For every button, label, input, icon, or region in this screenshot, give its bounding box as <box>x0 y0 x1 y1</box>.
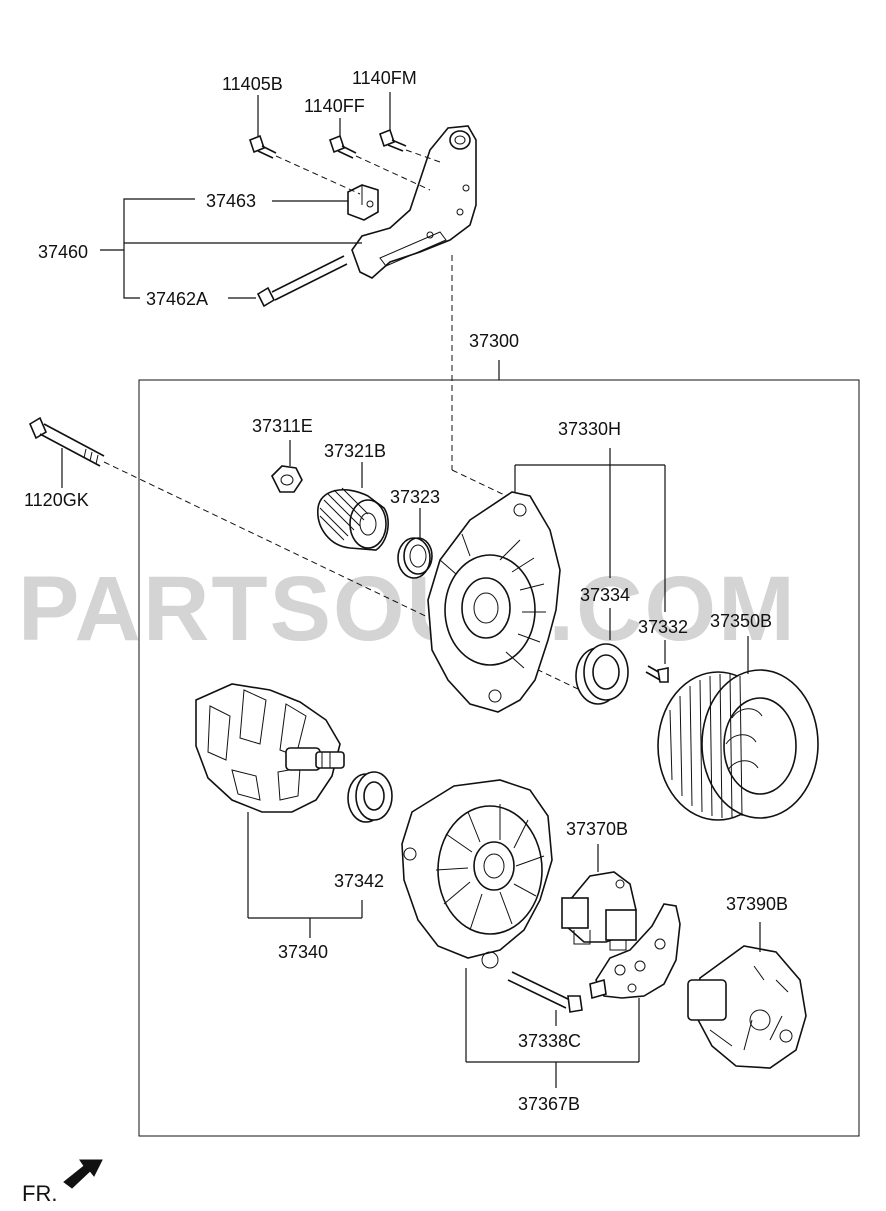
bolt-37462A[interactable] <box>256 255 348 308</box>
regulator-37370B[interactable] <box>561 871 637 951</box>
label-37332[interactable]: 37332 <box>638 617 688 637</box>
label-37330H[interactable]: 37330H <box>558 419 621 439</box>
front-direction-indicator: FR. <box>22 1159 103 1206</box>
rotor[interactable] <box>195 683 345 813</box>
bolt-1140FF[interactable] <box>329 134 357 159</box>
label-37338C[interactable]: 37338C <box>518 1031 581 1051</box>
label-37460[interactable]: 37460 <box>38 242 88 262</box>
label-37300[interactable]: 37300 <box>469 331 519 351</box>
label-37463[interactable]: 37463 <box>206 191 256 211</box>
label-37321B[interactable]: 37321B <box>324 441 386 461</box>
label-37390B[interactable]: 37390B <box>726 894 788 914</box>
label-1120GK[interactable]: 1120GK <box>24 490 89 510</box>
bearing-37342[interactable] <box>347 771 393 823</box>
label-37311E[interactable]: 37311E <box>252 416 313 436</box>
pulley-37321B[interactable] <box>317 487 389 551</box>
label-1140FM[interactable]: 1140FM <box>352 68 417 88</box>
label-37367B[interactable]: 37367B <box>518 1094 580 1114</box>
label-37462A[interactable]: 37462A <box>146 289 208 309</box>
rear-housing[interactable] <box>401 779 553 969</box>
bolt-1120GK[interactable] <box>28 416 105 467</box>
bracket-37460[interactable] <box>351 125 477 279</box>
bearing-37334[interactable] <box>575 643 629 705</box>
label-11405B[interactable]: 11405B <box>222 74 283 94</box>
rear-cover-37390B[interactable] <box>687 945 807 1069</box>
label-37342[interactable]: 37342 <box>334 871 384 891</box>
label-37334[interactable]: 37334 <box>580 585 630 605</box>
label-37340[interactable]: 37340 <box>278 942 328 962</box>
label-37370B[interactable]: 37370B <box>566 819 628 839</box>
spacer-37323[interactable] <box>397 537 433 579</box>
label-1140FF[interactable]: 1140FF <box>304 96 365 116</box>
bolt-37338C[interactable] <box>507 971 583 1013</box>
screw-37332[interactable] <box>645 665 669 683</box>
nut-37311E[interactable] <box>271 465 303 493</box>
bolt-11405B[interactable] <box>249 134 277 159</box>
block-37463[interactable] <box>347 184 379 221</box>
label-37323[interactable]: 37323 <box>390 487 440 507</box>
bolt-1140FM[interactable] <box>379 128 407 152</box>
label-37350B[interactable]: 37350B <box>710 611 772 631</box>
direction-label: FR. <box>22 1181 57 1206</box>
front-housing[interactable] <box>427 491 561 713</box>
arrow-icon <box>63 1159 103 1189</box>
stator-37350B[interactable] <box>657 669 819 821</box>
rectifier-37367B[interactable] <box>589 903 681 1000</box>
